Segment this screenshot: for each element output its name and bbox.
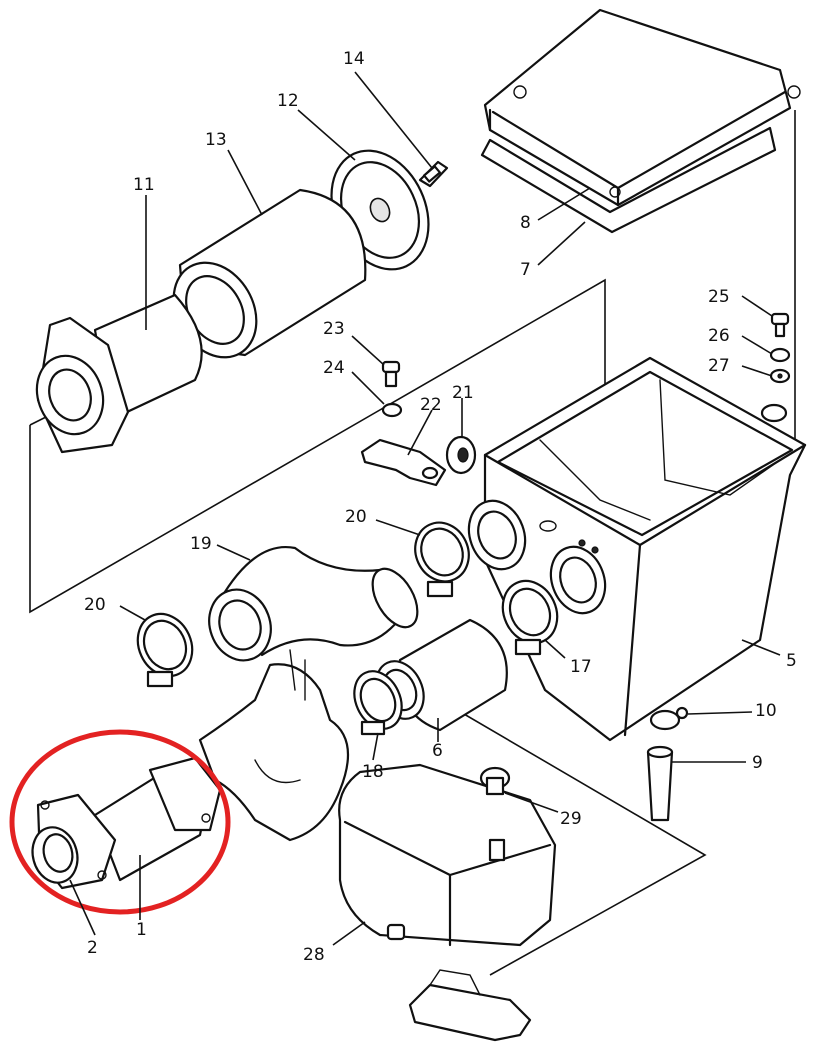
air-box-case bbox=[467, 356, 807, 742]
label-12: 12 bbox=[277, 91, 299, 111]
hose-clamp-left bbox=[136, 612, 194, 688]
tank-holder-bracket bbox=[408, 969, 532, 1042]
drain-plug bbox=[479, 766, 511, 862]
intake-joint-hose bbox=[208, 546, 419, 662]
highlight-circle bbox=[9, 729, 231, 915]
part-number-labels: 14 12 13 11 8 7 25 26 27 23 24 22 21 20 … bbox=[84, 49, 797, 965]
label-18: 18 bbox=[362, 762, 384, 782]
label-1: 1 bbox=[136, 920, 147, 940]
label-17: 17 bbox=[570, 657, 592, 677]
label-5: 5 bbox=[786, 651, 797, 671]
mount-bracket bbox=[360, 438, 447, 487]
label-19: 19 bbox=[190, 534, 212, 554]
hose-clamp-right bbox=[501, 579, 559, 656]
label-29: 29 bbox=[560, 809, 582, 829]
label-24: 24 bbox=[323, 358, 345, 378]
label-13: 13 bbox=[205, 130, 227, 150]
hose-clamp-upper bbox=[414, 521, 470, 598]
label-22: 22 bbox=[420, 395, 442, 415]
label-2: 2 bbox=[87, 938, 98, 958]
label-27: 27 bbox=[708, 356, 730, 376]
label-28: 28 bbox=[303, 945, 325, 965]
label-20-left: 20 bbox=[84, 595, 106, 615]
cover-gasket bbox=[480, 126, 777, 234]
grommet bbox=[445, 435, 477, 475]
label-26: 26 bbox=[708, 326, 730, 346]
wing-bolt bbox=[418, 160, 449, 188]
hose-clip bbox=[649, 706, 689, 731]
label-14: 14 bbox=[343, 49, 365, 69]
label-10: 10 bbox=[755, 701, 777, 721]
carburetor-outline bbox=[198, 649, 350, 842]
drain-tank bbox=[338, 763, 557, 947]
bracket-screw bbox=[381, 360, 403, 418]
label-9: 9 bbox=[752, 753, 763, 773]
label-7: 7 bbox=[520, 260, 531, 280]
label-23: 23 bbox=[323, 319, 345, 339]
air-box-cover bbox=[483, 8, 801, 207]
label-6: 6 bbox=[432, 741, 443, 761]
hose-clamp-lower bbox=[353, 670, 403, 736]
leader-lines bbox=[69, 71, 781, 946]
label-11: 11 bbox=[133, 175, 155, 195]
screw-and-washers bbox=[769, 312, 791, 384]
filter-guide-tube bbox=[35, 293, 203, 454]
label-20-upper: 20 bbox=[345, 507, 367, 527]
o-ring bbox=[31, 826, 79, 884]
label-8: 8 bbox=[520, 213, 531, 233]
drain-hose bbox=[646, 745, 674, 822]
label-25: 25 bbox=[708, 287, 730, 307]
label-21: 21 bbox=[452, 383, 474, 403]
